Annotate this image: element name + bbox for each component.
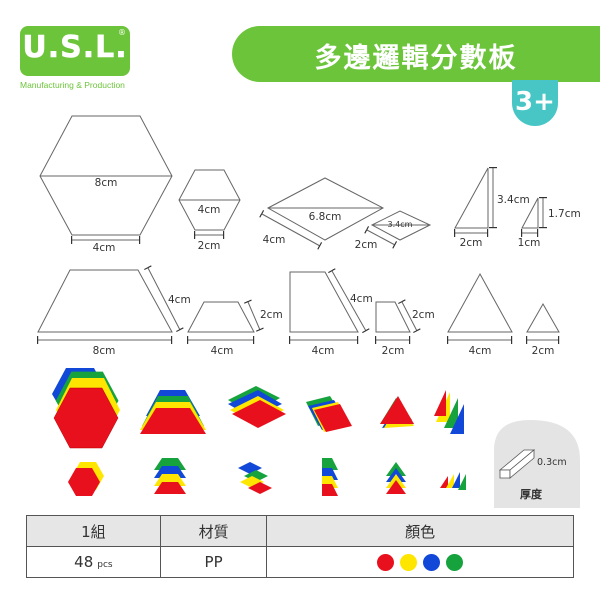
brand-tagline: Manufacturing & Production — [20, 80, 125, 90]
registered-mark: ® — [118, 28, 126, 37]
stack-large-hexagons — [52, 368, 120, 449]
stack-small-trapezoids — [154, 458, 186, 494]
dim-label: 2cm — [260, 309, 283, 321]
stack-small-rhombi — [238, 462, 272, 494]
small-trapezoid-outline — [187, 301, 255, 333]
product-photo — [52, 368, 466, 496]
dim-label: 2cm — [412, 309, 435, 321]
color-dot-yellow — [400, 554, 418, 571]
large-right-trapezoid-outline — [289, 271, 359, 333]
header-color: 顏色 — [266, 515, 574, 547]
dim-label: 1cm — [518, 237, 541, 249]
dim-label: 2cm — [532, 345, 555, 357]
small-right-triangle-outline — [521, 197, 539, 229]
dim-label: 4cm — [469, 345, 492, 357]
stack-large-trapezoids — [140, 390, 206, 434]
stack-right-trapezoids — [306, 396, 352, 432]
dim-label: 1.7cm — [548, 208, 581, 220]
dim-label: 4cm — [263, 234, 286, 246]
color-dot-green — [446, 554, 464, 571]
stack-large-rhombi — [228, 386, 286, 428]
dim-label: 3.4cm — [497, 194, 530, 206]
dim-label: 4cm — [350, 293, 373, 305]
dim-label: 4cm — [211, 345, 234, 357]
dim-label: 2cm — [382, 345, 405, 357]
small-right-trapezoid-outline — [375, 301, 411, 333]
header-material: 材質 — [159, 515, 268, 547]
stack-small-right-triangles — [440, 472, 466, 490]
title-banner: 多邊邏輯分數板 — [232, 26, 600, 82]
header-quantity: 1組 — [26, 515, 161, 547]
dim-label: 4cm — [168, 294, 191, 306]
stack-triangles-large — [380, 396, 414, 428]
stack-small-right-trapezoids — [322, 458, 338, 496]
stack-small-hexagons — [68, 462, 104, 496]
quantity-unit: pcs — [97, 560, 113, 570]
dim-label: 8cm — [95, 177, 118, 189]
large-right-triangle-outline — [454, 167, 489, 229]
dim-label: 8cm — [93, 345, 116, 357]
dim-label: 2cm — [198, 240, 221, 252]
dim-label: 2cm — [355, 239, 378, 251]
stack-small-triangles — [386, 462, 406, 494]
brand-logo: U.S.L. ® — [20, 26, 130, 76]
color-dot-blue — [423, 554, 441, 571]
thickness-value: 0.3cm — [537, 457, 567, 468]
large-trapezoid-outline — [37, 269, 173, 333]
dim-label: 3.4cm — [388, 220, 413, 229]
quantity-value: 48 — [74, 553, 94, 571]
thickness-callout: 0.3cm 厚度 — [494, 420, 580, 508]
age-badge: 3+ — [512, 80, 558, 126]
material-cell: PP — [159, 546, 268, 578]
stack-right-triangles-large — [434, 390, 464, 434]
large-rhombus-outline — [266, 177, 385, 241]
large-triangle-outline — [447, 272, 513, 333]
dim-label: 2cm — [460, 237, 483, 249]
dim-label: 6.8cm — [309, 211, 342, 223]
dim-label: 4cm — [93, 242, 116, 254]
dim-label: 4cm — [198, 204, 221, 216]
small-triangle-outline — [526, 302, 560, 333]
logo-text: U.S.L. — [22, 30, 128, 66]
thickness-label: 厚度 — [520, 487, 543, 501]
table-header-row: 1組 材質 顏色 — [26, 515, 574, 547]
color-dot-red — [377, 554, 395, 571]
dim-label: 4cm — [312, 345, 335, 357]
product-title: 多邊邏輯分數板 — [314, 43, 518, 74]
color-cell — [266, 546, 574, 578]
